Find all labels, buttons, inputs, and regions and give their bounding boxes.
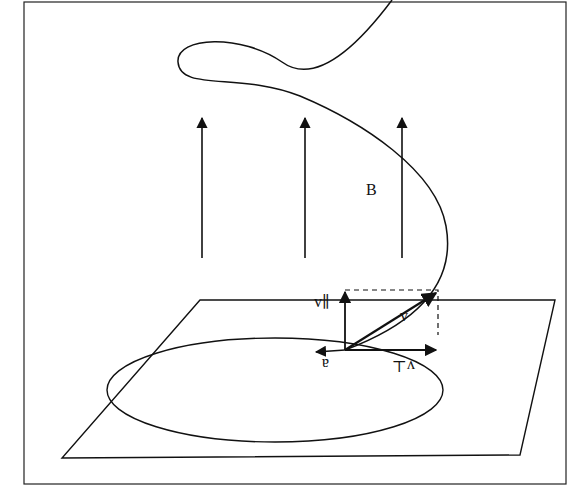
orbit-circle (107, 338, 443, 442)
field-arrow (201, 118, 203, 258)
a-label: a (322, 356, 329, 372)
dashed-box (345, 290, 438, 335)
field-arrows (202, 118, 402, 258)
field-label: B (366, 182, 377, 198)
v-label: v (400, 308, 408, 324)
frame (24, 2, 566, 484)
v-perp-arrow (345, 349, 436, 351)
a-arrow (316, 350, 345, 352)
v-arrow (345, 293, 436, 350)
field-arrow (401, 118, 403, 258)
v-parallel-arrow (344, 292, 346, 350)
field-arrow (304, 118, 306, 258)
v-parallel-label: v∥ (314, 294, 329, 310)
v-perp-label: v⊥ (392, 358, 415, 374)
plane (62, 300, 555, 458)
helix-path (178, 0, 448, 350)
